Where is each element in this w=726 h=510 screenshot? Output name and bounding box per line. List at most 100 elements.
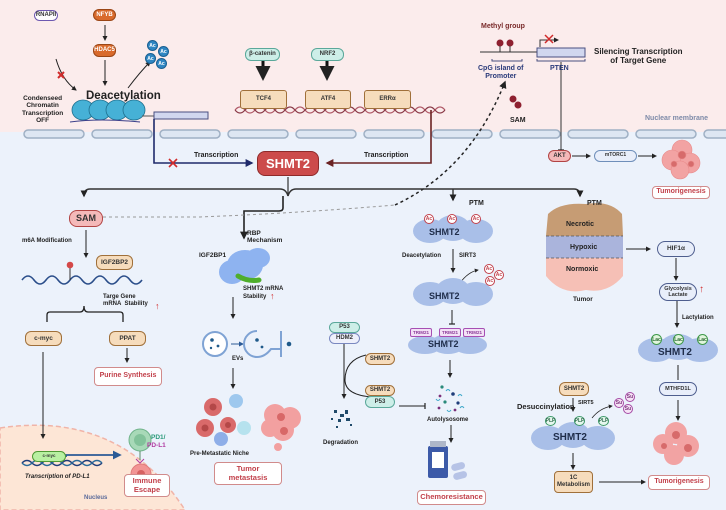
- ppat-box: PPAT: [109, 331, 146, 346]
- acetyl-group-icon: Ac: [471, 214, 481, 224]
- shmt2-box-b: SHMT2: [365, 385, 395, 396]
- lactyl-group-icon: Lac: [697, 334, 708, 345]
- trim21-tag: TRIM21: [439, 328, 461, 337]
- igf2bp2-box: IGF2BP2: [96, 255, 133, 270]
- hdac5-box: HDAC5: [93, 44, 116, 57]
- tumor-label: Tumor: [573, 296, 593, 303]
- sam-small-label: SAM: [510, 117, 526, 124]
- shmt2-protein-cloud-icon: [531, 422, 615, 450]
- up-arrow-icon: ↑: [270, 291, 275, 301]
- acetyl-group-icon: Ac: [424, 214, 434, 224]
- shmt2-deacetylated-label: SHMT2: [429, 291, 460, 301]
- silenced-x-icon: [544, 34, 554, 44]
- igf2bp1-label: IGF2BP1: [199, 252, 227, 259]
- pill-icon: [451, 462, 466, 471]
- evs-label: EVs: [232, 356, 244, 362]
- atf4-box: ATF4: [305, 90, 351, 109]
- pdl1-transcription-label: Transcription of PD-L1: [25, 474, 90, 480]
- nrf2-box: NRF2: [311, 48, 344, 61]
- nuclear-membrane-label: Nuclear membrane: [645, 115, 709, 122]
- gene-icon: [153, 111, 209, 120]
- necrotic-label: Necrotic: [566, 221, 595, 228]
- methyl-icon: [496, 39, 504, 47]
- deacetylation-ptm-label: Deacetylation: [402, 253, 442, 259]
- rnapii-label: RNAPII: [34, 10, 58, 21]
- acetyl-group-icon: Ac: [485, 276, 495, 286]
- lactyl-group-icon: Lac: [651, 334, 662, 345]
- degradation-label: Degradation: [323, 440, 359, 446]
- shmt2-box-right: SHMT2: [559, 382, 589, 396]
- methyl-icon: [506, 39, 514, 47]
- c-myc-nuclear-box: c-myc: [32, 451, 66, 462]
- plp-group-icon: PLP: [545, 416, 556, 426]
- acetyl-group-icon: Ac: [484, 264, 494, 274]
- hypoxic-label: Hypoxic: [570, 244, 598, 251]
- chemoresistance-label: Chemoresistance: [417, 490, 486, 505]
- mtorc1-box: mTORC1: [594, 150, 637, 162]
- ptm-label-right: PTM: [587, 200, 602, 207]
- tumorigenesis-bottom-label: Tumorigenesis: [648, 475, 710, 490]
- trim21-tag: TRIM21: [463, 328, 485, 337]
- pten-label: PTEN: [550, 65, 569, 72]
- tumor-metastasis-label: Tumor metastasis: [214, 462, 282, 485]
- methyl-group-label: Methyl group: [481, 23, 525, 30]
- mrna-green-icon: [235, 273, 262, 283]
- pre-metastatic-niche-label: Pre-Metastatic Niche: [190, 451, 250, 457]
- m6a-mark-icon: [66, 261, 74, 269]
- inhibit-x-icon: [57, 71, 65, 79]
- shmt2-acetylated-label: SHMT2: [429, 227, 460, 237]
- up-arrow-icon: ↑: [699, 284, 704, 295]
- shmt2-protein-cloud-icon: [413, 215, 493, 243]
- acetyl-group-icon: Ac: [156, 58, 167, 69]
- sam-box: SAM: [69, 210, 103, 227]
- brace-icon: [46, 305, 124, 322]
- condensed-chromatin-label: Condenseed Chromatin Transcription OFF: [22, 95, 64, 125]
- shmt2-box-a: SHMT2: [365, 353, 395, 365]
- p53-box-b: P53: [365, 396, 395, 408]
- blocked-x-icon: [168, 158, 178, 168]
- akt-box: AKT: [548, 150, 571, 162]
- shmt2-main-node: SHMT2: [257, 151, 319, 176]
- immune-escape-label: Immune Escape: [124, 474, 170, 497]
- acetyl-group-icon: Ac: [147, 40, 158, 51]
- tumor-cell-cluster-icon: [653, 422, 699, 465]
- nuclear-membrane: [23, 129, 726, 139]
- sirt5-label: SIRT5: [578, 400, 594, 406]
- sirt3-label: SIRT3: [459, 253, 477, 259]
- acetyl-group-icon: Ac: [447, 214, 457, 224]
- lactyl-group-icon: Lac: [673, 334, 684, 345]
- tumor-metastasis-icon: [261, 404, 301, 451]
- nucleus-label: Nucleus: [84, 495, 108, 501]
- tumor-cell-cluster-icon: [661, 139, 701, 180]
- acetyl-group-icon: Ac: [158, 46, 169, 57]
- transcription-label-right: Transcription: [364, 152, 409, 159]
- erra-box: ERRα: [364, 90, 411, 109]
- desuccinylation-label: Desuccinylation: [517, 402, 575, 411]
- purine-synthesis-label: Purine Synthesis: [94, 367, 162, 386]
- glycolysis-lactate-box: Glycolysis Lactate: [659, 283, 697, 301]
- autolysosome-icon: [435, 385, 465, 412]
- tumor-zones-icon: [546, 203, 623, 292]
- acetyl-group-icon: Ac: [494, 270, 504, 280]
- shmt2-lactylated-label: SHMT2: [658, 347, 692, 358]
- deacetylation-label: Deacetylation: [86, 90, 161, 102]
- shmt2-protein-cloud-icon: [413, 278, 493, 306]
- lactylation-label: Lactylation: [682, 315, 714, 321]
- trim21-tag: TRIM21: [410, 328, 432, 337]
- m6a-modification-label: m6A Modification: [22, 238, 72, 244]
- cpg-island-label: CpG island of Promoter: [478, 65, 524, 81]
- pill-icon: [453, 471, 468, 480]
- up-arrow-icon: ↑: [155, 301, 160, 311]
- shmt2-protein-cloud-icon: [638, 334, 718, 362]
- silencing-transcription-label: Silencing Transcription of Target Gene: [594, 47, 683, 66]
- plp-group-icon: PLP: [574, 416, 585, 426]
- transcription-label-left: Transcription: [194, 152, 239, 159]
- shmt2-mrna-label: SHMT2 mRNA: [243, 286, 284, 292]
- pd-l1-label: PD-L1: [147, 442, 166, 449]
- ev-vesicle-icon: [202, 331, 228, 357]
- p53-box: P53: [329, 322, 360, 333]
- mrna-icon: [21, 275, 143, 285]
- succinyl-group-icon: Su: [625, 392, 635, 402]
